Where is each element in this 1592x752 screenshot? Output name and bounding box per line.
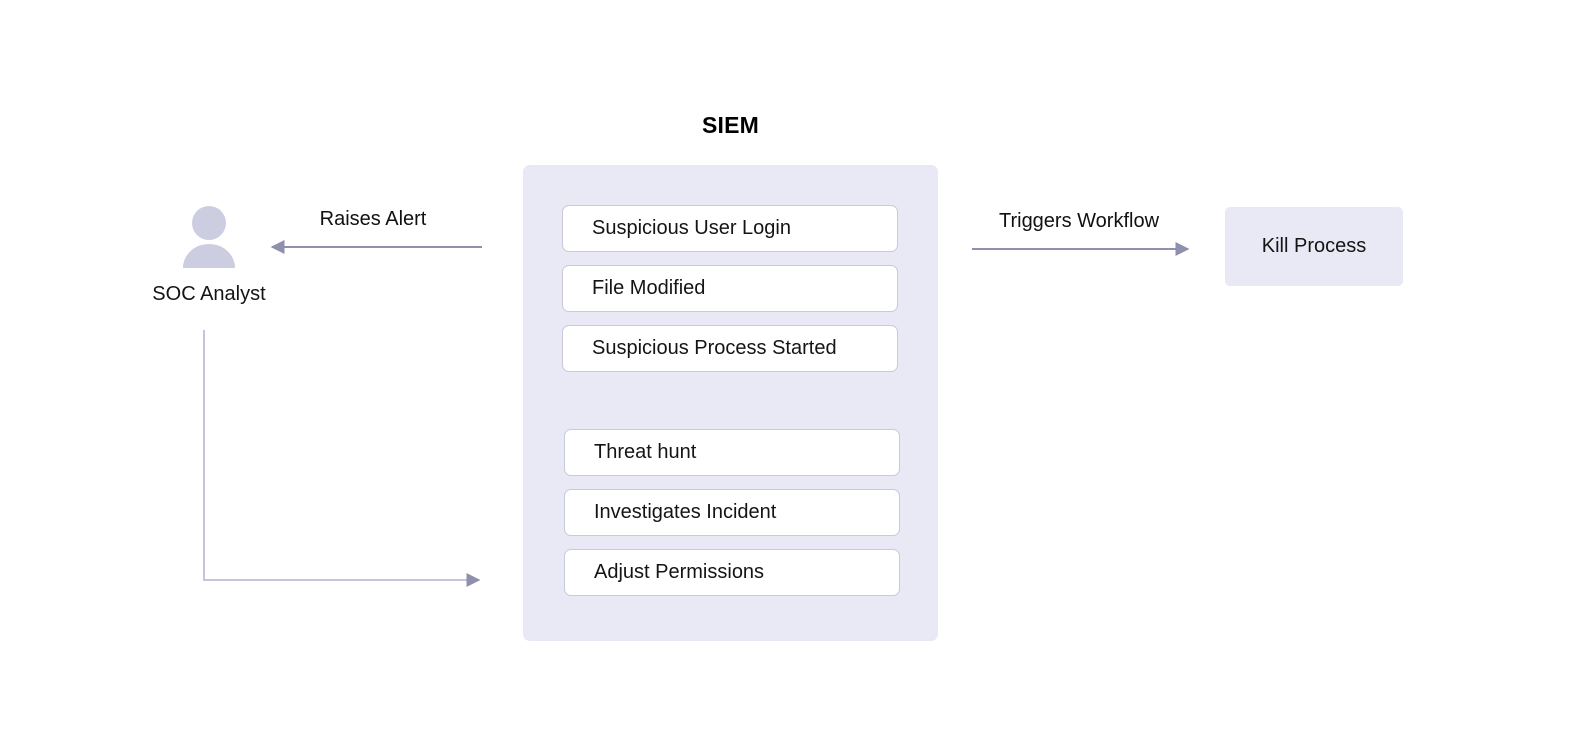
person-avatar-icon [183, 206, 235, 268]
siem-alert-list: Suspicious User Login File Modified Susp… [562, 205, 898, 372]
action-box-investigates-incident[interactable]: Investigates Incident [564, 489, 900, 536]
edge-label-raises-alert: Raises Alert [319, 208, 427, 230]
kill-process-node[interactable]: Kill Process [1225, 207, 1403, 286]
soc-analyst-label: SOC Analyst [152, 283, 266, 305]
action-box-threat-hunt[interactable]: Threat hunt [564, 429, 900, 476]
action-box-adjust-permissions[interactable]: Adjust Permissions [564, 549, 900, 596]
alert-box-suspicious-process-started[interactable]: Suspicious Process Started [562, 325, 898, 372]
edge-analyst-to-actions [203, 330, 481, 587]
siem-title: SIEM [701, 112, 760, 138]
alert-box-suspicious-user-login[interactable]: Suspicious User Login [562, 205, 898, 252]
edge-label-triggers-workflow: Triggers Workflow [998, 210, 1160, 232]
siem-action-list: Threat hunt Investigates Incident Adjust… [564, 429, 900, 596]
alert-box-file-modified[interactable]: File Modified [562, 265, 898, 312]
